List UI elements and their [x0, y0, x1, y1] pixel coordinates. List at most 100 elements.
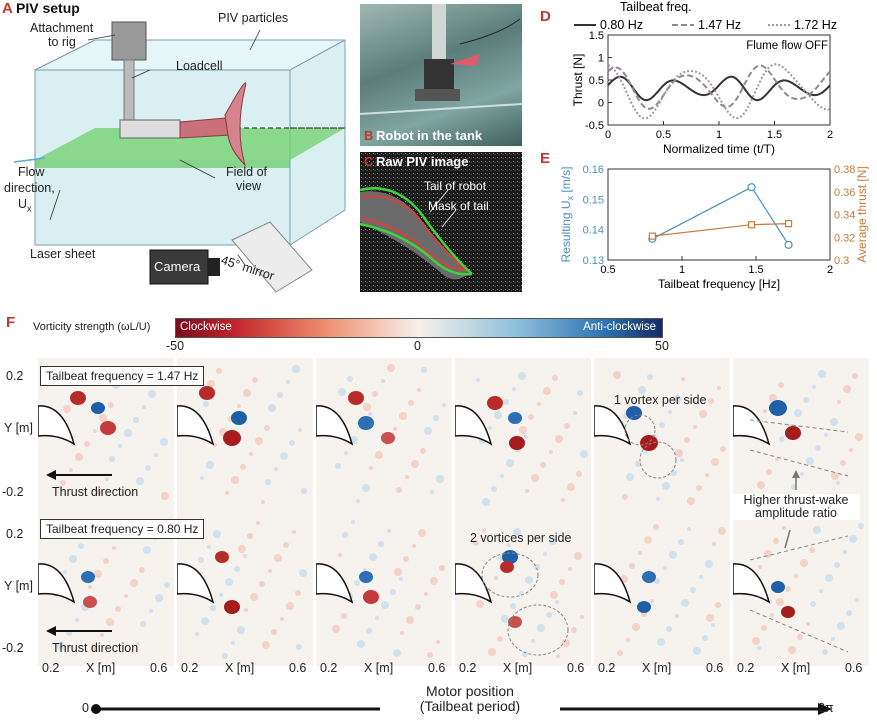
vorticity-speckle: [393, 427, 397, 431]
vorticity-frame-2-3: [316, 512, 452, 666]
vorticity-speckle: [347, 376, 353, 382]
vorticity-speckle: [237, 404, 241, 408]
vorticity-speckle: [518, 372, 526, 380]
vorticity-speckle: [580, 615, 584, 619]
vorticity-speckle: [693, 647, 701, 655]
vorticity-speckle: [825, 574, 833, 582]
vorticity-blob: [223, 430, 241, 446]
vorticity-speckle: [813, 526, 821, 534]
vorticity-speckle: [629, 563, 635, 569]
row1-frequency-label: Tailbeat frequency = 1.47 Hz: [40, 366, 205, 386]
vorticity-speckle: [295, 590, 301, 596]
vorticity-speckle: [501, 615, 509, 623]
vorticity-speckle: [662, 482, 670, 490]
wake-line: [749, 419, 849, 433]
vorticity-speckle: [149, 609, 153, 613]
vorticity-speckle: [852, 373, 858, 379]
x-tick-right: 0.6: [845, 661, 863, 675]
vorticity-speckle: [213, 443, 217, 447]
vorticity-speckle: [770, 613, 774, 617]
vorticity-speckle: [846, 610, 852, 616]
vorticity-speckle: [400, 631, 404, 635]
vorticity-speckle: [537, 402, 541, 406]
x-tick-label: 0.5: [600, 264, 615, 276]
vorticity-speckle: [75, 618, 79, 622]
vorticity-speckle: [766, 469, 772, 475]
vorticity-speckle: [482, 528, 486, 532]
vorticity-blob: [358, 416, 374, 430]
vorticity-speckle: [280, 452, 288, 460]
vorticity-speckle: [264, 425, 270, 431]
vorticity-blob: [348, 391, 364, 405]
x-tick-right: 0.6: [567, 661, 585, 675]
label-piv-particles: PIV particles: [218, 11, 289, 25]
y-left-tick-label: 0.16: [583, 164, 604, 176]
label-to-rig: to rig: [48, 35, 76, 49]
vorticity-speckle: [265, 479, 271, 485]
vorticity-speckle: [758, 565, 762, 569]
vorticity-field: [455, 528, 584, 658]
vorticity-speckle: [280, 617, 284, 621]
vorticity-speckle: [274, 467, 278, 471]
vorticity-speckle: [289, 440, 295, 446]
vorticity-speckle: [268, 404, 276, 412]
vorticity-speckle: [244, 608, 248, 612]
x-tick-label: 1: [679, 264, 685, 276]
vorticity-speckle: [567, 483, 575, 491]
vorticity-speckle: [543, 387, 551, 395]
vortex-circle: [481, 552, 539, 598]
vorticity-speckle: [537, 624, 545, 632]
x-tick-label: 0.5: [656, 129, 671, 141]
vorticity-speckle: [142, 405, 146, 409]
vorticity-frame-2-5: [594, 512, 730, 666]
vorticity-speckle: [761, 625, 767, 631]
vorticity-speckle: [519, 426, 527, 434]
x-axis-label: Normalized time (t/T): [663, 142, 775, 156]
motor-position-line1: Motor position: [426, 683, 514, 699]
vorticity-speckle: [715, 602, 721, 608]
x-tick-left: 0.2: [181, 661, 199, 675]
vorticity-speckle: [118, 444, 122, 448]
annotation-1-vortex: 1 vortex per side: [614, 393, 707, 407]
vorticity-speckle: [256, 521, 260, 525]
vorticity-field: [594, 371, 726, 505]
vorticity-speckle: [568, 567, 572, 571]
vorticity-speckle: [296, 644, 302, 650]
vorticity-speckle: [834, 562, 840, 568]
vorticity-field: [316, 520, 445, 658]
data-point: [747, 183, 756, 192]
vorticity-speckle: [393, 649, 401, 657]
vorticity-speckle: [301, 488, 307, 494]
vorticity-blob: [626, 406, 642, 420]
vorticity-speckle: [362, 484, 370, 492]
vorticity-speckle: [635, 461, 641, 467]
vorticity-blob: [508, 412, 522, 424]
vorticity-blob: [91, 402, 105, 414]
robot-tail: [177, 563, 215, 604]
y-right-axis-label: Average thrust [N]: [855, 166, 869, 263]
vorticity-speckle: [705, 560, 713, 568]
vorticity-speckle: [680, 458, 684, 462]
piv-setup-diagram: [13, 21, 346, 293]
vorticity-speckle: [576, 471, 582, 477]
vorticity-speckle: [788, 646, 796, 654]
row2-thrust-direction: Thrust direction: [52, 641, 139, 655]
vorticity-speckle: [830, 418, 838, 426]
vorticity-speckle: [687, 527, 691, 531]
vorticity-speckle: [531, 639, 535, 643]
legend-label-0: 0.80 Hz: [600, 18, 643, 32]
vorticity-field: [177, 521, 307, 659]
vorticity-speckle: [375, 616, 379, 620]
vorticity-speckle: [381, 379, 385, 383]
vorticity-speckle: [779, 436, 785, 442]
vorticity-speckle: [812, 385, 816, 389]
vorticity-speckle: [840, 460, 846, 466]
vorticity-speckle: [249, 452, 253, 456]
vorticity-field: [316, 364, 446, 503]
x-axis-label: X [m]: [225, 661, 255, 675]
row1-ytick-top: 0.2: [6, 369, 24, 383]
vorticity-speckle: [154, 453, 158, 457]
legend-label-2: 1.72 Hz: [794, 18, 837, 32]
vorticity-speckle: [338, 553, 342, 557]
vorticity-speckle: [408, 400, 414, 406]
